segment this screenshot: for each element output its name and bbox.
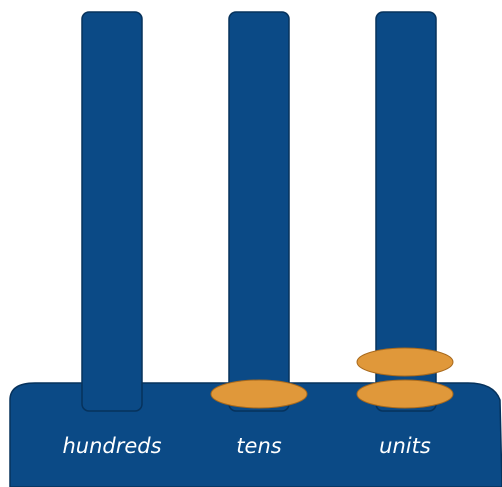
label-tens: tens	[236, 434, 281, 458]
label-hundreds: hundreds	[62, 434, 161, 458]
bead-tens-1	[211, 380, 307, 408]
label-units: units	[379, 434, 431, 458]
rod-tens	[229, 12, 289, 411]
rod-hundreds	[82, 12, 142, 411]
bead-units-1	[357, 380, 453, 408]
bead-units-2	[357, 348, 453, 376]
